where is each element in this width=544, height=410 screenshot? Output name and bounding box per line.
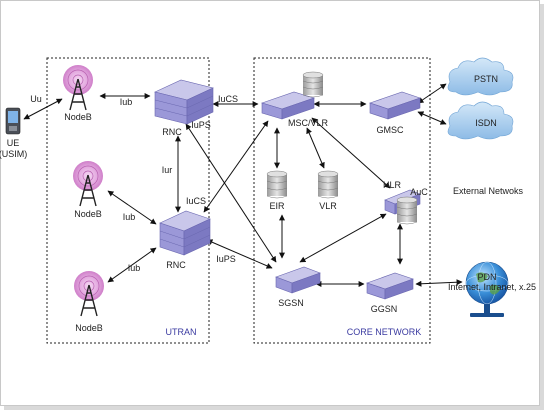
ggsn-label: GGSN: [371, 304, 398, 314]
pstn-cloud-icon: [447, 57, 514, 96]
ue-label-line2: (USIM): [0, 149, 27, 159]
iub-top-label: Iub: [120, 97, 133, 107]
pdn-label-line2: Internet, Intranet, x.25: [448, 282, 536, 292]
msc-vlr-label: MSC/VLR: [288, 118, 329, 128]
iucs-bot-label: IuCS: [186, 196, 206, 206]
ue-label-line1: UE: [7, 138, 20, 148]
rnc-bot-box-icon: [159, 210, 211, 256]
isdn-cloud-icon: [447, 101, 514, 140]
msc-vlr-switch-icon: [261, 71, 324, 120]
vlr-database-icon: [317, 170, 339, 199]
link-iups-bot: [206, 239, 273, 269]
iub-mid-label: Iub: [123, 212, 136, 222]
eir-label: EIR: [269, 201, 285, 211]
pdn-globe-icon: [465, 261, 509, 317]
eir-database-icon: [266, 170, 288, 199]
ggsn-switch-icon: [366, 272, 414, 300]
nodeb-bot-tower-icon: [74, 271, 104, 317]
gmsc-label: GMSC: [377, 125, 405, 135]
iucs-top-label: IuCS: [218, 94, 238, 104]
iups-top-label: IuPS: [191, 120, 211, 130]
nodeb-mid-label: NodeB: [74, 209, 102, 219]
nodeb-top-tower-icon: [63, 65, 93, 111]
iub-bot-label: Iub: [128, 263, 141, 273]
external-networks-label: External Netwoks: [453, 186, 524, 196]
sgsn-switch-icon: [275, 266, 321, 294]
pdn-label-line1: PDN: [477, 272, 496, 282]
nodeb-top-label: NodeB: [64, 112, 92, 122]
link-msc-vlr: [306, 127, 325, 169]
link-ggsn-pdn: [415, 279, 463, 287]
uu-label: Uu: [30, 94, 42, 104]
auc-label: AuC: [410, 187, 428, 197]
links: [23, 83, 463, 287]
rnc-top-label: RNC: [162, 127, 182, 137]
vlr-label: VLR: [319, 201, 337, 211]
canvas-shadow-bottom: [4, 406, 544, 410]
rnc-bot-label: RNC: [166, 260, 186, 270]
iur-label: Iur: [162, 165, 173, 175]
link-uu: [23, 98, 63, 120]
link-iub-bot: [107, 247, 157, 283]
ue-phone-icon: [5, 107, 21, 135]
link-gmsc-isdn: [417, 111, 447, 125]
core-network-region: [253, 57, 431, 344]
pstn-label: PSTN: [474, 74, 498, 84]
rnc-top-box-icon: [154, 79, 214, 125]
iups-bot-label: IuPS: [216, 254, 236, 264]
link-gmsc-pstn: [417, 83, 447, 104]
sgsn-label: SGSN: [278, 298, 304, 308]
nodeb-bot-label: NodeB: [75, 323, 103, 333]
auc-database-icon: [396, 196, 418, 225]
link-hlr-sgsn: [299, 213, 387, 263]
link-iub-mid: [107, 190, 157, 225]
canvas-shadow-right: [540, 4, 544, 410]
link-msc-hlr: [311, 117, 391, 189]
isdn-label: ISDN: [475, 118, 497, 128]
gmsc-switch-icon: [369, 91, 421, 120]
utran-region-label: UTRAN: [166, 327, 197, 337]
link-iucs-bot: [203, 120, 269, 213]
core-network-region-label: CORE NETWORK: [347, 327, 422, 337]
hlr-label: HLR: [383, 180, 402, 190]
nodeb-mid-tower-icon: [73, 161, 103, 207]
